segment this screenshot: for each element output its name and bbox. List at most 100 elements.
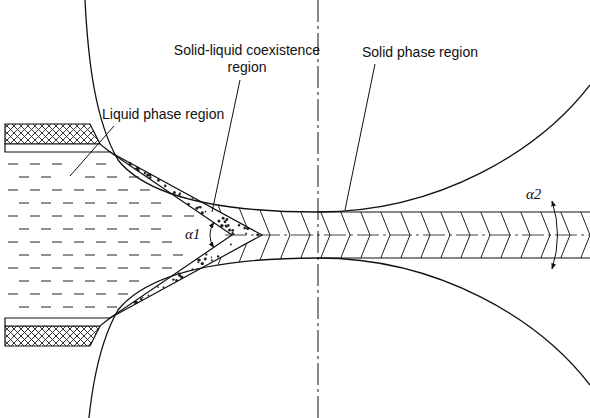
liquid-dashes — [8, 164, 194, 307]
liquid-dash — [85, 203, 95, 204]
mush-dot — [231, 229, 234, 232]
liquid-dash — [74, 190, 84, 191]
grain-chevron — [136, 200, 150, 270]
mush-dot — [205, 211, 207, 213]
mush-dot — [211, 256, 213, 258]
mush-dot — [172, 278, 174, 280]
grain-chevron — [556, 200, 570, 270]
liquid-dash — [140, 242, 150, 243]
liquidus-front — [110, 152, 232, 318]
liquid-dash — [8, 190, 18, 191]
grain-chevron — [416, 200, 430, 270]
vertical-centre-line — [318, 0, 319, 418]
liquid-dash — [107, 229, 117, 230]
liquid-dash — [41, 255, 51, 256]
liquid-dash — [118, 242, 128, 243]
liquid-dash — [74, 242, 84, 243]
liquid-dash — [85, 255, 95, 256]
mush-dot — [227, 224, 230, 227]
nozzle-hatched-block — [5, 124, 100, 144]
liquid-dash — [107, 281, 117, 282]
grain-chevron — [116, 200, 130, 270]
mush-dot — [245, 233, 247, 235]
liquid-dash — [151, 255, 161, 256]
liquid-dash — [30, 164, 40, 165]
mush-dot — [204, 258, 207, 261]
region-label: Liquid phase region — [102, 106, 224, 123]
liquid-dash — [107, 307, 117, 308]
mush-dot — [157, 286, 159, 288]
liquid-dash — [96, 216, 106, 217]
mush-dot — [230, 244, 232, 246]
grain-chevron — [336, 200, 350, 270]
region-label: Solid phase region — [362, 44, 478, 61]
leader-line — [212, 80, 240, 212]
liquid-dash — [63, 203, 73, 204]
solidus-front — [110, 152, 262, 318]
mush-dot — [148, 295, 150, 297]
liquid-dash — [96, 190, 106, 191]
liquid-dash — [52, 164, 62, 165]
mush-dot — [211, 259, 213, 261]
liquid-dash — [151, 229, 161, 230]
mush-dot — [224, 220, 227, 223]
mush-dot — [222, 217, 225, 220]
liquid-dash — [8, 216, 18, 217]
liquid-dash — [41, 307, 51, 308]
liquid-dash — [162, 268, 172, 269]
liquid-dash — [85, 229, 95, 230]
liquid-dash — [41, 203, 51, 204]
liquid-dash — [129, 229, 139, 230]
liquid-dash — [96, 268, 106, 269]
grain-chevron — [436, 200, 450, 270]
liquid-dash — [162, 242, 172, 243]
liquid-dash — [96, 164, 106, 165]
liquid-dash — [41, 281, 51, 282]
grain-chevron — [316, 200, 330, 270]
liquid-dash — [30, 216, 40, 217]
liquid-dash — [19, 229, 29, 230]
liquid-dash — [129, 177, 139, 178]
liquid-dash — [8, 164, 18, 165]
nozzle-hatched-block — [5, 326, 100, 346]
liquid-dash — [107, 203, 117, 204]
liquid-dash — [85, 307, 95, 308]
mush-dot — [243, 227, 246, 230]
mush-dot — [231, 232, 233, 234]
mush-dot — [225, 224, 227, 226]
mush-dot — [198, 259, 201, 262]
liquid-dash — [41, 229, 51, 230]
grain-chevron — [356, 200, 370, 270]
liquid-dash — [162, 216, 172, 217]
liquid-dash — [30, 268, 40, 269]
liquid-dash — [129, 281, 139, 282]
grain-chevron — [376, 200, 390, 270]
mush-dot — [149, 177, 151, 179]
mush-dot — [218, 219, 221, 222]
mush-dot — [238, 224, 240, 226]
grain-chevron — [516, 200, 530, 270]
liquid-dash — [8, 268, 18, 269]
liquid-dash — [129, 203, 139, 204]
mush-dot — [205, 253, 207, 255]
liquid-dash — [52, 216, 62, 217]
grain-chevron — [456, 200, 470, 270]
mush-dot — [201, 262, 204, 265]
grain-chevron — [476, 200, 490, 270]
liquid-dash — [96, 242, 106, 243]
mush-dot — [217, 255, 219, 257]
mush-dot — [144, 172, 146, 174]
liquid-dash — [151, 203, 161, 204]
liquid-dash — [74, 216, 84, 217]
liquid-dash — [184, 216, 194, 217]
liquid-dash — [19, 177, 29, 178]
liquid-dash — [129, 255, 139, 256]
liquid-dash — [107, 177, 117, 178]
mush-dot — [142, 297, 144, 299]
mushy-dots — [129, 162, 259, 304]
mush-dot — [228, 229, 231, 232]
mush-dot — [178, 274, 181, 277]
grain-chevron — [396, 200, 410, 270]
angle-arc — [210, 223, 214, 248]
